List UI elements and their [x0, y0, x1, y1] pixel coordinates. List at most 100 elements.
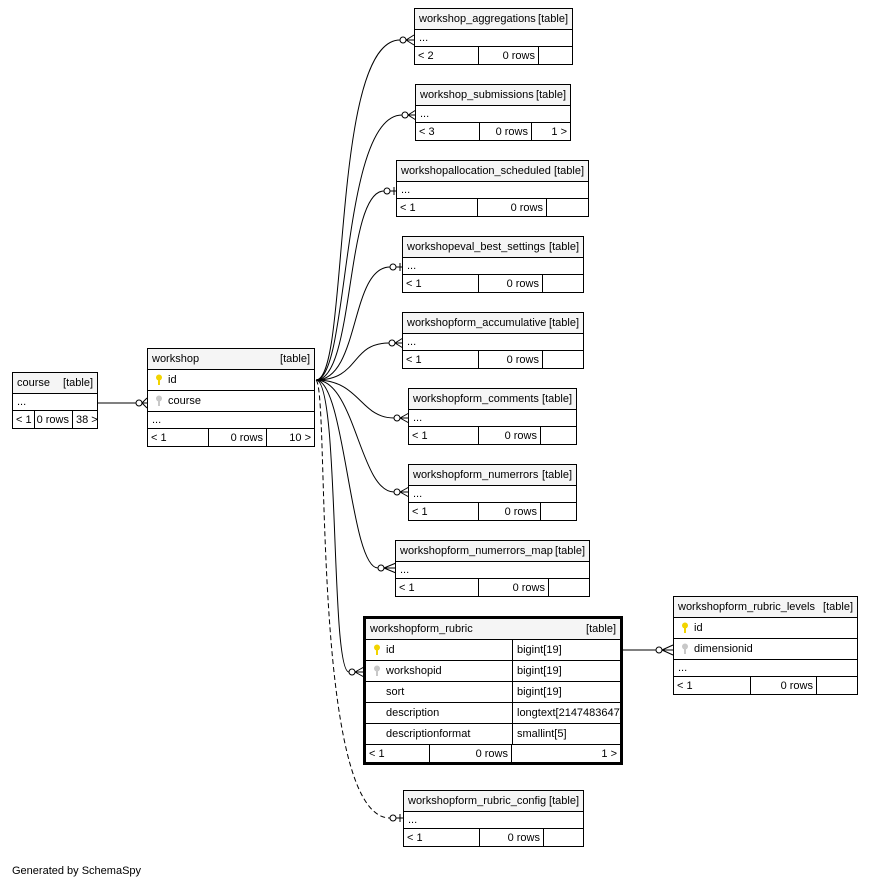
table-workshopallocation-scheduled[interactable]: workshopallocation_scheduled[table] ... … — [396, 160, 589, 217]
children-count[interactable] — [543, 351, 583, 368]
children-count[interactable] — [817, 677, 857, 694]
column-type: bigint[19] — [512, 682, 620, 702]
table-name[interactable]: workshopallocation_scheduled — [401, 165, 551, 177]
table-workshopform-comments[interactable]: workshopform_comments[table] ... < 1 0 r… — [408, 388, 577, 445]
row-count: 0 rows — [479, 275, 543, 292]
ellipsis-row: ... — [403, 258, 583, 275]
table-kind: [table] — [542, 469, 572, 481]
table-workshopform-numerrors[interactable]: workshopform_numerrors[table] ... < 1 0 … — [408, 464, 577, 521]
table-workshopform-rubric[interactable]: workshopform_rubric[table] id bigint[19]… — [363, 616, 623, 765]
column-row-id: id — [148, 370, 314, 391]
table-workshopform-rubric-levels[interactable]: workshopform_rubric_levels[table] id dim… — [673, 596, 858, 695]
table-workshopform-accumulative[interactable]: workshopform_accumulative[table] ... < 1… — [402, 312, 584, 369]
row-count: 0 rows — [479, 351, 543, 368]
column-name: id — [386, 644, 395, 656]
children-count[interactable]: 38 > — [76, 413, 98, 426]
parents-count[interactable]: < 1 — [13, 411, 35, 428]
relation-workshop-rubric-config — [315, 379, 391, 819]
children-count[interactable] — [544, 829, 583, 846]
table-workshop[interactable]: workshop[table] id course ... < 1 0 rows… — [147, 348, 315, 447]
table-name[interactable]: workshopform_rubric — [370, 623, 473, 635]
table-kind: [table] — [542, 393, 572, 405]
table-name[interactable]: workshopform_accumulative — [407, 317, 547, 329]
generator-credit: Generated by SchemaSpy — [12, 865, 142, 877]
row-count: 0 rows — [480, 829, 544, 846]
children-count[interactable] — [541, 427, 576, 444]
parents-count[interactable]: < 1 — [409, 503, 479, 520]
table-name[interactable]: workshopform_rubric_levels — [678, 601, 815, 613]
table-kind: [table] — [280, 353, 310, 365]
relation-workshop-numerrors-map — [315, 379, 379, 569]
column-type: bigint[19] — [512, 640, 620, 660]
table-workshopform-numerrors-map[interactable]: workshopform_numerrors_map[table] ... < … — [395, 540, 590, 597]
column-type: longtext[2147483647] — [512, 703, 623, 723]
table-workshop-submissions[interactable]: workshop_submissions[table] ... < 3 0 ro… — [415, 84, 571, 141]
row-count: 0 rows — [480, 123, 532, 140]
children-count[interactable] — [547, 199, 588, 216]
table-name[interactable]: course — [17, 377, 51, 389]
relation-workshop-submissions — [315, 114, 403, 381]
column-name: dimensionid — [694, 643, 753, 655]
parents-count[interactable]: < 1 — [404, 829, 480, 846]
table-name[interactable]: workshopeval_best_settings — [407, 241, 546, 253]
children-count[interactable]: 1 > — [601, 747, 617, 760]
column-name: sort — [386, 686, 405, 698]
row-count: 0 rows — [209, 429, 267, 446]
key-icon — [370, 665, 384, 677]
key-icon — [678, 643, 692, 655]
ellipsis-row: ... — [674, 660, 857, 677]
parents-count[interactable]: < 1 — [397, 199, 478, 216]
column-row-id: id bigint[19] — [366, 640, 620, 661]
row-count: 0 rows — [479, 579, 549, 596]
key-icon — [678, 622, 692, 634]
table-name[interactable]: workshop — [152, 353, 200, 365]
table-workshopform-rubric-config[interactable]: workshopform_rubric_config[table] ... < … — [403, 790, 584, 847]
parents-count[interactable]: < 1 — [409, 427, 479, 444]
column-row-course: course — [148, 391, 314, 412]
column-row-id: id — [674, 618, 857, 639]
table-name[interactable]: workshop_submissions — [420, 89, 534, 101]
relation-workshop-accumulative — [315, 342, 390, 381]
column-row-workshopid: workshopid bigint[19] — [366, 661, 620, 682]
parents-count[interactable]: < 2 — [415, 47, 479, 64]
relation-workshop-numerrors — [315, 379, 395, 493]
ellipsis-row: ... — [416, 106, 570, 123]
ellipsis-row: ... — [13, 394, 97, 411]
ellipsis-row: ... — [396, 562, 589, 579]
table-name[interactable]: workshop_aggregations — [419, 13, 536, 25]
table-workshopeval-best-settings[interactable]: workshopeval_best_settings[table] ... < … — [402, 236, 584, 293]
children-count[interactable] — [549, 579, 589, 596]
parents-count[interactable]: < 1 — [403, 351, 479, 368]
parents-count[interactable]: < 1 — [396, 579, 479, 596]
children-count[interactable]: 10 > — [289, 431, 311, 444]
column-name: workshopid — [386, 665, 442, 677]
parents-count[interactable]: < 1 — [148, 429, 209, 446]
table-name[interactable]: workshopform_comments — [413, 393, 539, 405]
parents-count[interactable]: < 1 — [674, 677, 751, 694]
table-name[interactable]: workshopform_numerrors — [413, 469, 539, 481]
ellipsis-row: ... — [415, 30, 572, 47]
children-count[interactable] — [543, 275, 583, 292]
children-count[interactable]: 1 > — [551, 125, 567, 138]
row-count: 0 rows — [478, 199, 547, 216]
table-name[interactable]: workshopform_numerrors_map — [400, 545, 553, 557]
parents-count[interactable]: < 1 — [403, 275, 479, 292]
ellipsis-row: ... — [409, 410, 576, 427]
key-icon — [152, 374, 166, 386]
row-count: 0 rows — [35, 411, 73, 428]
table-kind: [table] — [536, 89, 566, 101]
table-workshop-aggregations[interactable]: workshop_aggregations[table] ... < 2 0 r… — [414, 8, 573, 65]
parents-count[interactable]: < 1 — [366, 745, 430, 762]
children-count[interactable] — [539, 47, 572, 64]
row-count: 0 rows — [430, 745, 512, 762]
table-name[interactable]: workshopform_rubric_config — [408, 795, 547, 807]
key-icon — [152, 395, 166, 407]
table-kind: [table] — [549, 241, 579, 253]
children-count[interactable] — [541, 503, 576, 520]
column-name: id — [168, 374, 177, 386]
table-kind: [table] — [63, 377, 93, 389]
table-course[interactable]: course [table] ... < 1 0 rows 38 > — [12, 372, 98, 429]
parents-count[interactable]: < 3 — [416, 123, 480, 140]
ellipsis-row: ... — [409, 486, 576, 503]
column-name: description — [386, 707, 440, 719]
